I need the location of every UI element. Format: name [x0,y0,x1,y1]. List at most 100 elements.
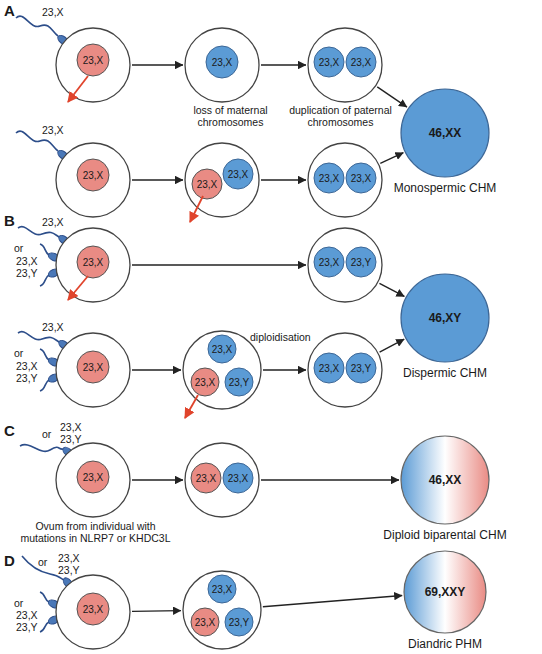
circle-shape [56,228,130,302]
karyotype-text: 23,X [190,367,220,397]
mole-caption: Diploid biparental CHM [355,528,535,542]
sperm-karyotype: 23,Y [16,621,38,633]
circle-shape [56,575,130,649]
sperm-karyotype: 23,Y [58,564,80,576]
process-note: duplication of paternal chromosomes [283,104,398,128]
circle-shape [346,163,376,193]
paternal-pronucleus: 23,X [207,574,237,604]
circle-shape [208,575,236,603]
circle-shape [308,333,382,407]
paternal-pronucleus: 23,X [222,462,254,494]
karyotype-text: 46,XY [400,273,490,363]
circle-shape [56,333,130,407]
circle-shape [404,551,486,633]
sperm-karyotype: 23,X [42,216,64,228]
karyotype-text: 23,X [222,158,254,190]
mole-caption: Dispermic CHM [355,366,535,380]
karyotype-text: 23,X [76,43,110,77]
ovum-cell: 23,X23,Y [307,227,383,303]
mole-circle: 46,XXMonospermic CHM [400,88,490,178]
mole-caption: Diandric PHM [355,637,535,651]
sperm-tail [40,275,49,286]
paternal-pronucleus: 23,X [345,162,377,194]
circle-shape [314,47,344,77]
paternal-pronucleus: 23,Y [224,607,254,637]
ovum-cell: 23,X [55,442,131,518]
or-word: or [42,428,51,440]
circle-shape [401,89,489,177]
circle-shape [56,443,130,517]
mole-circle: 69,XXYDiandric PHM [403,550,487,634]
ovum-cell: 23,X [55,332,131,408]
karyotype-text: 23,X [207,574,237,604]
circle-shape [192,169,222,199]
circle-shape [206,46,238,78]
or-word: or [38,556,47,568]
karyotype-text: 23,X [313,162,345,194]
ovum-cell: 23,X [55,574,131,650]
ovum-cell: 23,X23,Y [307,332,383,408]
circle-shape [346,47,376,77]
ovum-cell: 23,X23,X [184,142,260,218]
karyotype-text: 23,X [345,46,377,78]
sperm-tail [20,445,63,452]
sperm-karyotype: 23,Y [16,372,38,384]
maternal-pronucleus: 23,X [76,350,110,384]
circle-shape [77,159,109,191]
maternal-pronucleus: 23,X [76,158,110,192]
karyotype-text: 23,X [345,162,377,194]
flow-arrow [261,479,399,480]
circle-shape [314,163,344,193]
karyotype-text: 23,X [76,592,110,626]
paternal-pronucleus: 23,X [313,46,345,78]
flow-arrow [132,610,181,612]
sperm-karyotype: 23,X [16,609,38,621]
mole-circle: 46,XXDiploid biparental CHM [400,435,490,525]
flow-arrow [132,179,183,180]
maternal-pronucleus: 23,X [76,592,110,626]
circle-shape [191,608,219,636]
ovum-cell: 23,X23,X [184,442,260,518]
sperm-tail [40,349,49,360]
process-note: loss of maternal chromosomes [183,104,278,128]
karyotype-text: 23,X [313,46,345,78]
sperm-karyotype: 23,X [42,124,64,136]
karyotype-text: 23,X [190,462,222,494]
karyotype-text: 23,X [190,607,220,637]
paternal-pronucleus: 23,Y [345,352,377,384]
ovum-cell: 23,X23,X23,Y [182,570,262,650]
sperm-tail [40,592,49,602]
maternal-pronucleus: 23,X [190,367,220,397]
maternal-pronucleus: 23,X [76,245,110,279]
ovum-cell: 23,X [55,142,131,218]
karyotype-text: 23,X [76,158,110,192]
flow-arrow [261,64,306,65]
ovum-cell: 23,X [55,227,131,303]
paternal-pronucleus: 23,X [207,334,237,364]
sperm-karyotype: 23,X [16,360,38,372]
karyotype-text: 46,XX [400,435,490,525]
or-word: or [14,597,23,609]
panel-letter: B [4,212,15,229]
panel-letter: D [4,552,15,569]
circle-shape [185,143,259,217]
circle-shape [308,28,382,102]
ovum-cell: 23,X [55,27,131,103]
circle-shape [77,461,109,493]
paternal-pronucleus: 23,X [313,246,345,278]
circle-shape [225,368,253,396]
circle-shape [183,331,261,409]
maternal-pronucleus: 23,X [191,168,223,200]
sperm-karyotype: 23,X [42,6,64,18]
karyotype-text: 23,X [205,45,239,79]
flow-arrow [380,153,403,164]
sperm-karyotype: 23,X [42,321,64,333]
or-word: or [14,242,23,254]
panel-letter: C [4,422,15,439]
circle-shape [77,593,109,625]
maternal-pronucleus: 23,X [190,462,222,494]
circle-shape [56,143,130,217]
paternal-pronucleus: 23,X [313,162,345,194]
flow-arrow [263,369,306,370]
